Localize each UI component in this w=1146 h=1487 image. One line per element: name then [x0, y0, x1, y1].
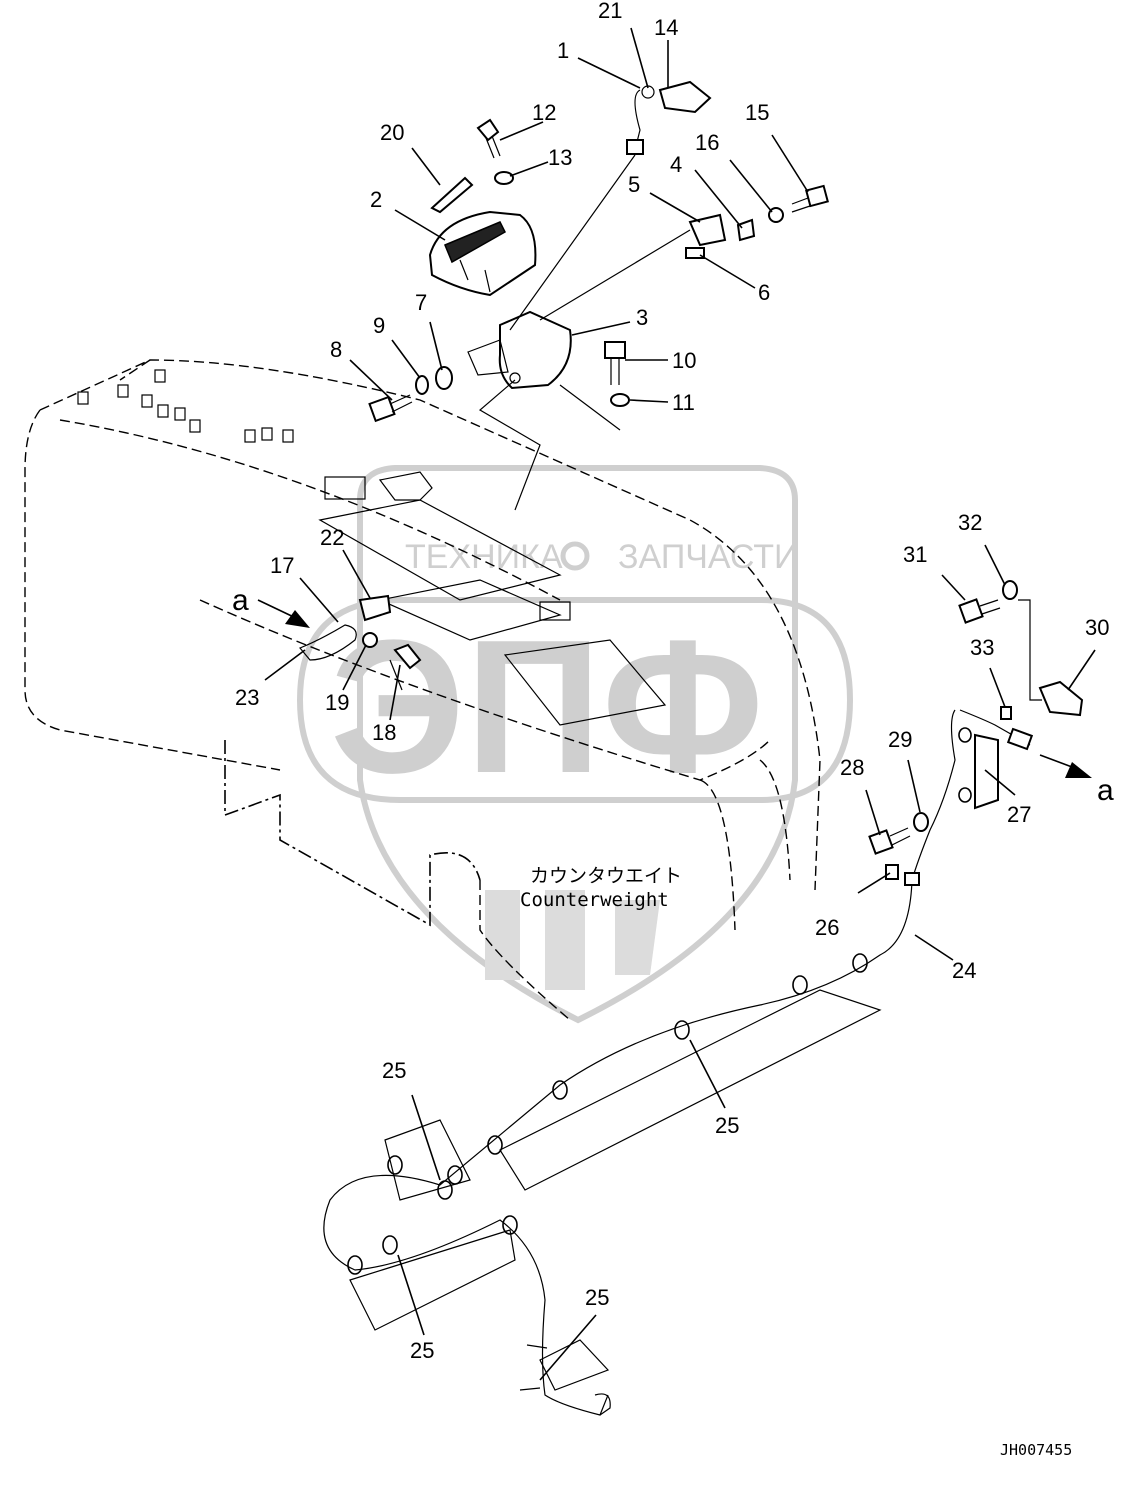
callout-17: 17: [270, 553, 294, 578]
wire-1: [634, 89, 641, 151]
connector-24: [904, 872, 920, 886]
callout-33: 33: [970, 635, 994, 660]
clip-26: [885, 864, 899, 880]
counterweight-outline: [24, 359, 821, 1021]
callouts: 1 2 3 4 5 6 7 8 9 10 11 12 13 14 15 16 1…: [235, 0, 1109, 1363]
washer-13: [494, 171, 514, 185]
callout-2: 2: [370, 187, 382, 212]
callout-15: 15: [745, 100, 769, 125]
bolt-28: [868, 827, 911, 855]
callout-10: 10: [672, 348, 696, 373]
callout-24: 24: [952, 958, 976, 983]
callout-21: 21: [598, 0, 622, 23]
callout-25a: 25: [382, 1058, 406, 1083]
callout-8: 8: [330, 337, 342, 362]
watermark-text-right: ЗАПЧАСТИ: [618, 538, 799, 576]
view-arrow-left: [257, 599, 310, 628]
watermark-wheat-icon: [485, 890, 660, 990]
callout-1: 1: [557, 38, 569, 63]
switch-14: [641, 80, 712, 114]
view-marker-left: a: [232, 584, 249, 617]
spacer-7: [435, 366, 453, 390]
callout-25c: 25: [410, 1338, 434, 1363]
nut-33: [1000, 706, 1012, 720]
lamp-clip: [430, 176, 474, 214]
callout-14: 14: [654, 15, 678, 40]
callout-27: 27: [1007, 802, 1031, 827]
bracket-30: [1038, 680, 1084, 717]
harness-clamp-left: [299, 594, 422, 691]
callout-4: 4: [670, 152, 682, 177]
callout-6: 6: [758, 280, 770, 305]
callout-22: 22: [320, 525, 344, 550]
callout-31: 31: [903, 542, 927, 567]
counterweight-label-en: Counterweight: [520, 889, 669, 911]
callout-5: 5: [628, 172, 640, 197]
view-marker-right: a: [1097, 774, 1114, 807]
lamp-bracket: [467, 310, 572, 390]
assembly-leaders: [478, 154, 691, 511]
wire-harness: [323, 709, 1031, 1416]
watermark-text-left: ТЕХНИКА: [405, 538, 563, 576]
bolt-31: [958, 598, 1001, 624]
washer-29: [913, 812, 929, 832]
bracket-27: [974, 727, 1034, 810]
callout-19: 19: [325, 690, 349, 715]
lamp-cover: [428, 210, 537, 297]
callout-16: 16: [695, 130, 719, 155]
counterweight-label-jp: カウンタウエイト: [530, 865, 682, 887]
top-hardware: [77, 369, 294, 443]
callout-12: 12: [532, 100, 556, 125]
callout-9: 9: [373, 313, 385, 338]
callout-29: 29: [888, 727, 912, 752]
clip-loops: [347, 727, 972, 1275]
bolt-15: [791, 184, 829, 213]
callout-32: 32: [958, 510, 982, 535]
bracket-5: [688, 213, 756, 247]
callout-26: 26: [815, 915, 839, 940]
callout-23: 23: [235, 685, 259, 710]
clip-6: [685, 247, 705, 259]
leader-lines: [264, 27, 1096, 1381]
bolt-10: [604, 341, 626, 385]
callout-11: 11: [672, 390, 695, 415]
top-bolt: [476, 118, 501, 159]
leader-30: [1018, 599, 1042, 701]
callout-20: 20: [380, 120, 404, 145]
washer-32: [1002, 580, 1018, 600]
callout-28: 28: [840, 755, 864, 780]
callout-3: 3: [636, 305, 648, 330]
washer-9: [415, 375, 429, 395]
bolt-8: [368, 394, 413, 423]
watermark-gear-icon: [560, 541, 590, 571]
view-arrow-right: [1039, 754, 1092, 778]
washer-11: [610, 393, 630, 407]
watermark: ТЕХНИКА ЗАПЧАСТИ ЭПФ: [296, 465, 854, 1024]
callout-30: 30: [1085, 615, 1109, 640]
callout-25b: 25: [715, 1113, 739, 1138]
drawing-code: JH007455: [1000, 1441, 1072, 1459]
watermark-brand: ЭПФ: [330, 601, 764, 813]
callout-18: 18: [372, 720, 396, 745]
callout-25d: 25: [585, 1285, 609, 1310]
callout-13: 13: [548, 145, 572, 170]
connector-1: [626, 139, 644, 155]
callout-7: 7: [415, 290, 427, 315]
